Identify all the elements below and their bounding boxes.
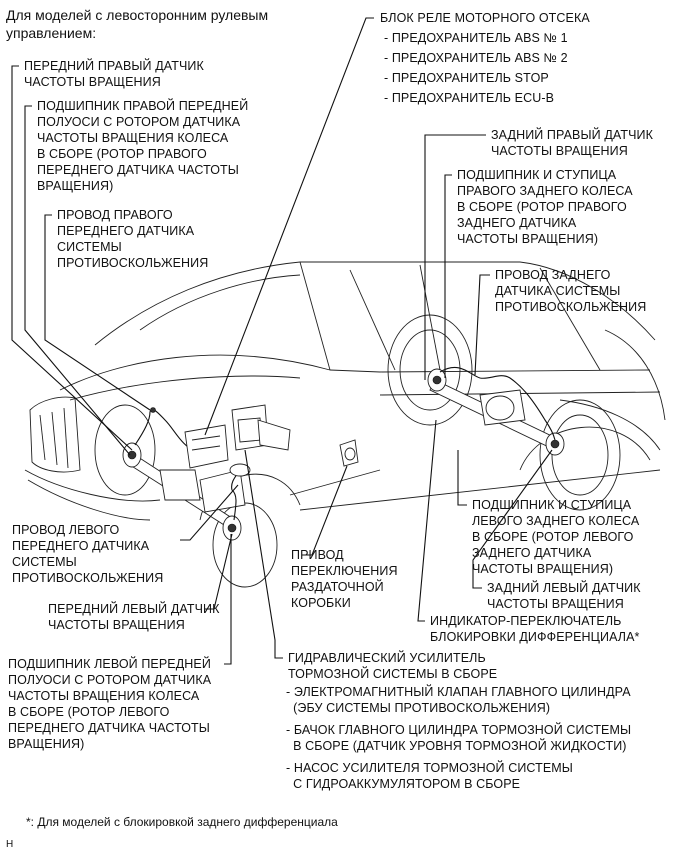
rear-left-sensor-label: ЗАДНИЙ ЛЕВЫЙ ДАТЧИК ЧАСТОТЫ ВРАЩЕНИЯ [487, 581, 641, 611]
booster-pump-label: - НАСОС УСИЛИТЕЛЯ ТОРМОЗНОЙ СИСТЕМЫ С ГИ… [286, 761, 573, 791]
fuse-ecub-label: - ПРЕДОХРАНИТЕЛЬ ECU-B [384, 91, 555, 105]
rear-left-hub-label: ПОДШИПНИК И СТУПИЦА ЛЕВОГО ЗАДНЕГО КОЛЕС… [472, 498, 640, 576]
booster-valve-label: - ЭЛЕКТРОМАГНИТНЫЙ КЛАПАН ГЛАВНОГО ЦИЛИН… [286, 685, 631, 715]
fuse-stop-label: - ПРЕДОХРАНИТЕЛЬ STOP [384, 71, 549, 85]
figure-code: H [6, 839, 14, 850]
front-left-wire-label: ПРОВОД ЛЕВОГО ПЕРЕДНЕГО ДАТЧИКА СИСТЕМЫ … [12, 523, 164, 585]
rear-wire-label: ПРОВОД ЗАДНЕГО ДАТЧИКА СИСТЕМЫ ПРОТИВОСК… [495, 268, 647, 314]
fuse-abs2-label: - ПРЕДОХРАНИТЕЛЬ ABS № 2 [384, 51, 568, 65]
front-right-wire-label: ПРОВОД ПРАВОГО ПЕРЕДНЕГО ДАТЧИКА СИСТЕМЫ… [57, 208, 209, 270]
booster-tank-label: - БАЧОК ГЛАВНОГО ЦИЛИНДРА ТОРМОЗНОЙ СИСТ… [286, 723, 632, 753]
fuse-abs1-label: - ПРЕДОХРАНИТЕЛЬ ABS № 1 [384, 31, 568, 45]
rear-right-hub-label: ПОДШИПНИК И СТУПИЦА ПРАВОГО ЗАДНЕГО КОЛЕ… [457, 168, 633, 246]
transfer-actuator-label: ПРИВОД ПЕРЕКЛЮЧЕНИЯ РАЗДАТОЧНОЙ КОРОБКИ [291, 548, 398, 610]
relay-block-label: БЛОК РЕЛЕ МОТОРНОГО ОТСЕКА [380, 11, 590, 25]
front-left-bearing-label: ПОДШИПНИК ЛЕВОЙ ПЕРЕДНЕЙ ПОЛУОСИ С РОТОР… [8, 657, 212, 751]
leader-lines [11, 17, 553, 665]
front-right-sensor-label: ПЕРЕДНИЙ ПРАВЫЙ ДАТЧИК ЧАСТОТЫ ВРАЩЕНИЯ [24, 59, 204, 89]
front-right-bearing-label: ПОДШИПНИК ПРАВОЙ ПЕРЕДНЕЙ ПОЛУОСИ С РОТО… [37, 99, 249, 193]
front-left-sensor-label: ПЕРЕДНИЙ ЛЕВЫЙ ДАТЧИК ЧАСТОТЫ ВРАЩЕНИЯ [48, 602, 220, 632]
header-title: Для моделей с левосторонним рулевым упра… [6, 7, 269, 41]
footnote: *: Для моделей с блокировкой заднего диф… [26, 815, 338, 829]
diff-lock-switch-label: ИНДИКАТОР-ПЕРЕКЛЮЧАТЕЛЬ БЛОКИРОВКИ ДИФФЕ… [430, 614, 640, 644]
brake-booster-label: ГИДРАВЛИЧЕСКИЙ УСИЛИТЕЛЬ ТОРМОЗНОЙ СИСТЕ… [288, 651, 498, 681]
components [122, 366, 565, 541]
vehicle-outline [24, 261, 666, 588]
rear-right-sensor-label: ЗАДНИЙ ПРАВЫЙ ДАТЧИК ЧАСТОТЫ ВРАЩЕНИЯ [491, 128, 653, 158]
